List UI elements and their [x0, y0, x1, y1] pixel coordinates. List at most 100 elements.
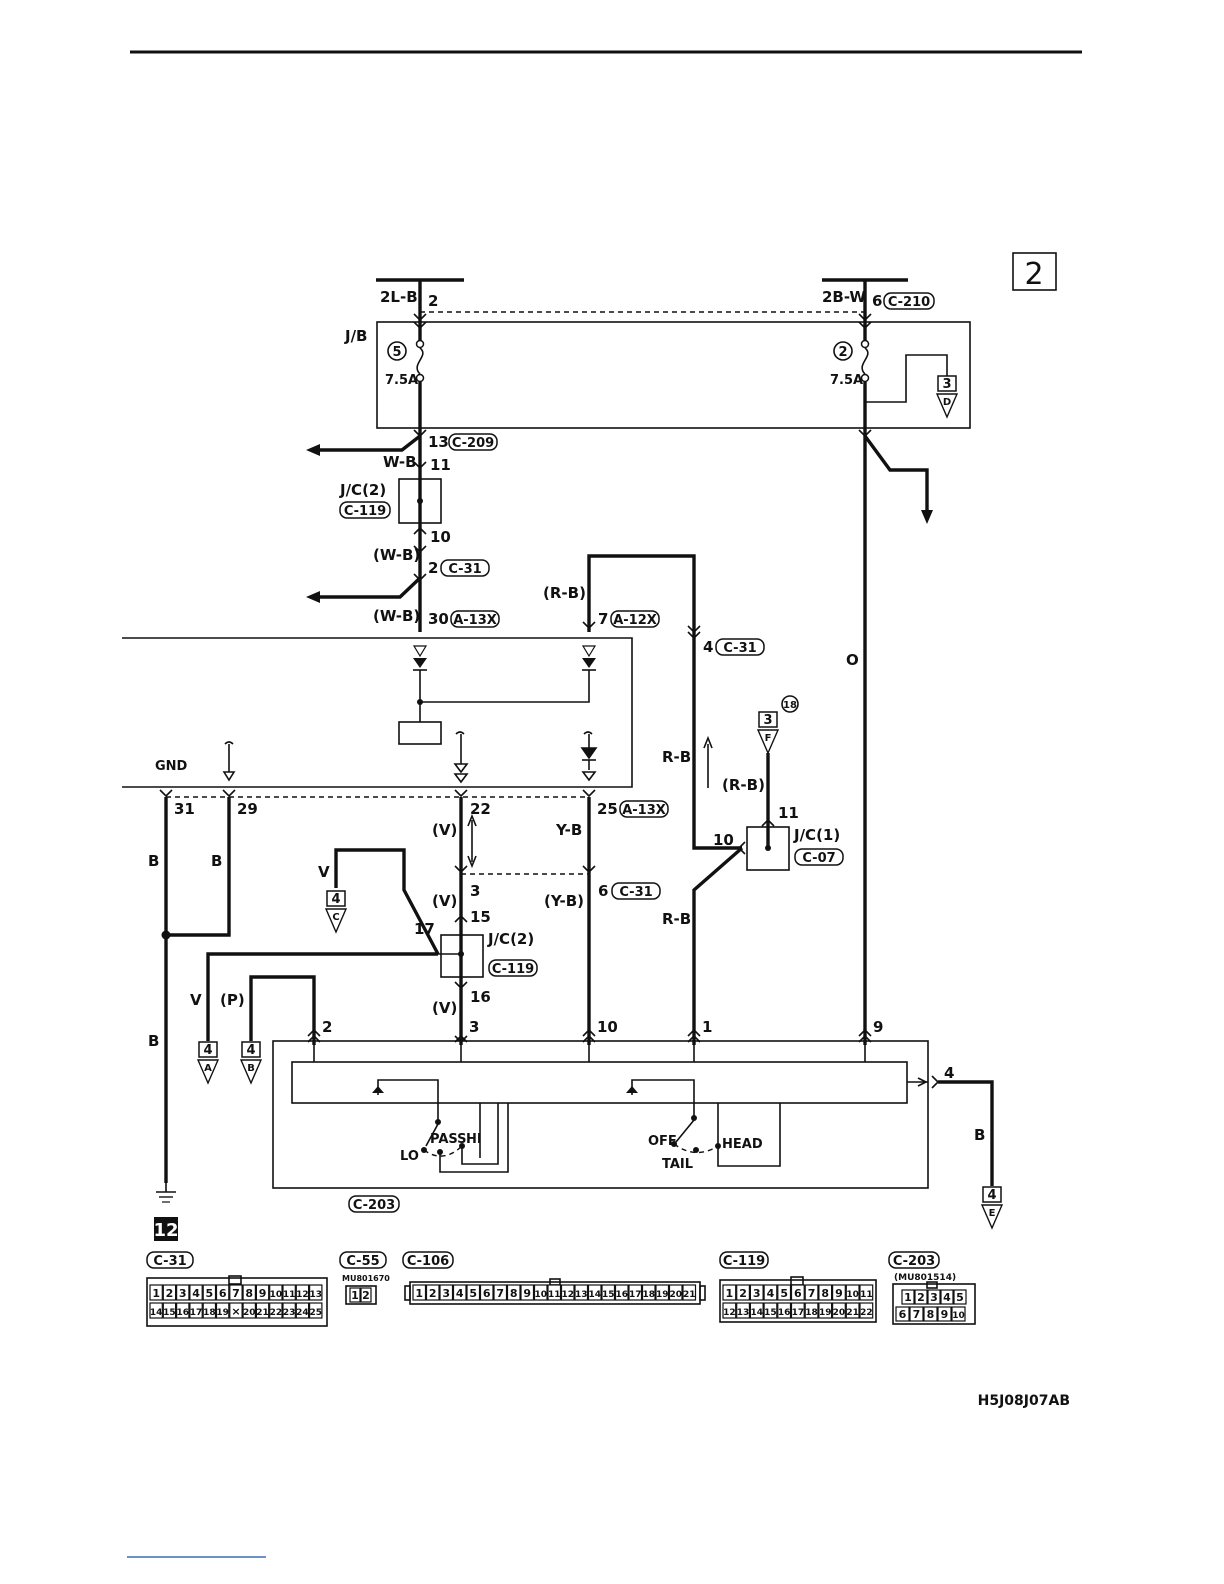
- pin-label: 2: [428, 292, 438, 310]
- connector-pin-number: 11: [283, 1290, 296, 1300]
- pin-label: 4: [703, 638, 713, 656]
- connector-pin-cell: 7: [909, 1306, 924, 1322]
- connector-pin-cell: 8: [506, 1284, 521, 1301]
- connector-pin-number: 10: [534, 1290, 547, 1300]
- connector-pin-number: 9: [835, 1287, 843, 1300]
- connector-pin-cell: 2: [736, 1284, 751, 1301]
- connector-pin-number: 2: [166, 1287, 174, 1300]
- connector-pin-number: 16: [778, 1308, 791, 1318]
- connector-pin-cell: 18: [804, 1302, 819, 1319]
- connector-pin-number: 7: [913, 1308, 921, 1321]
- connector-view-title: C-31: [153, 1254, 186, 1269]
- ref-number: 4: [246, 1043, 255, 1058]
- connector-pin-cell: 21: [845, 1302, 860, 1319]
- connector-pin-number: 6: [899, 1308, 907, 1321]
- connector-pin-cell: 4: [452, 1284, 467, 1301]
- connector-pin-number: 20: [833, 1308, 846, 1318]
- wire-label: O: [846, 651, 859, 669]
- connector-pin-cell: 17: [189, 1302, 203, 1319]
- connector-label: C-31: [448, 562, 481, 577]
- connector-label: C-31: [723, 641, 756, 656]
- connector-pin-number: 11: [548, 1290, 561, 1300]
- dimmer-switch: LO PASS HI: [372, 1079, 509, 1173]
- jc-label: J/C(2): [339, 481, 386, 499]
- connector-label: C-209: [452, 436, 494, 451]
- pin-label: 22: [470, 800, 491, 818]
- connector-pin-cell: 16: [777, 1302, 792, 1319]
- connector-pin-cell: 10: [269, 1284, 283, 1301]
- wire-label: (V): [432, 892, 457, 910]
- connector-pin-cell: 10: [533, 1284, 548, 1301]
- connector-pin-number: 9: [941, 1308, 949, 1321]
- pin-label: 2: [322, 1018, 332, 1036]
- connector-pin-number: 14: [150, 1308, 163, 1318]
- connector-pin-number: 19: [216, 1308, 229, 1318]
- wire-label: (R-B): [722, 776, 765, 794]
- wire-label: R-B: [662, 910, 691, 928]
- connector-pin-cell: 7: [493, 1284, 508, 1301]
- pin-label: 1: [702, 1018, 712, 1036]
- connector-pin-cell: 20: [831, 1302, 846, 1319]
- connector-pin-cell: 9: [831, 1284, 846, 1301]
- connector-pin-number: 23: [283, 1308, 296, 1318]
- connector-pin-cell: 20: [668, 1284, 683, 1301]
- terminal-marks: [413, 313, 872, 640]
- connector-pin-number: 21: [683, 1290, 696, 1300]
- ground-number-badge: [154, 1217, 178, 1241]
- pin-label: 31: [174, 800, 195, 818]
- connector-pin-cell: 11: [547, 1284, 562, 1301]
- pin-label: 10: [597, 1018, 618, 1036]
- connector-pin-cell: 22: [859, 1302, 874, 1319]
- connector-pin-cell: 5: [466, 1284, 481, 1301]
- wire-label: B: [148, 1032, 159, 1050]
- connector-pin-number: 18: [642, 1290, 655, 1300]
- connector-pin-number: 8: [927, 1308, 935, 1321]
- connector-pin-cell: 3: [749, 1284, 764, 1301]
- ref-3d: 3 D: [935, 375, 959, 419]
- jc-label: J/C(2): [487, 930, 534, 948]
- jc2-top-box: [398, 478, 442, 524]
- connector-pin-number: 5: [956, 1291, 964, 1304]
- pin-label: 6: [598, 882, 608, 900]
- connector-pin-number: 14: [750, 1308, 763, 1318]
- connector-pin-cell: 12: [295, 1284, 310, 1301]
- connector-pin-number: 1: [904, 1291, 912, 1304]
- internal-wire: [419, 670, 590, 703]
- wire-branch-2: [318, 576, 422, 599]
- connector-pin-cell: 12: [722, 1302, 737, 1319]
- ref-3f: 3 F: [756, 711, 780, 755]
- connector-pin-number: 2: [917, 1291, 925, 1304]
- jb-label: J/B: [344, 327, 368, 345]
- connector-pin-number: 10: [270, 1290, 283, 1300]
- connector-pin-number: 1: [351, 1289, 359, 1302]
- connector-pin-cell: 20: [242, 1302, 257, 1319]
- connector-pin-cell: 19: [818, 1302, 833, 1319]
- connector-pin-number: 20: [243, 1308, 256, 1318]
- internal-terminals: [222, 731, 598, 784]
- connector-pin-number: 7: [808, 1287, 816, 1300]
- connector-pin-cell: 2: [162, 1284, 177, 1301]
- pin-label: 6: [872, 292, 882, 310]
- wire-label: Y-B: [555, 821, 582, 839]
- connector-pin-number: 16: [615, 1290, 628, 1300]
- connector-pin-number: 4: [943, 1291, 951, 1304]
- wire-label-2bw: 2B-W: [822, 288, 866, 306]
- connector-pin-number: 12: [561, 1290, 574, 1300]
- connector-pin-number: 10: [952, 1311, 965, 1321]
- connector-pin-number: 2: [739, 1287, 747, 1300]
- pin-label: 11: [430, 456, 451, 474]
- connector-pin-cell: 21: [255, 1302, 270, 1319]
- indicator-lamp: [398, 721, 442, 745]
- pin-label: 7: [598, 610, 608, 628]
- connector-pin-number: 8: [821, 1287, 829, 1300]
- connector-pin-number: 6: [219, 1287, 227, 1300]
- connector-label: C-119: [344, 504, 386, 519]
- diode-icons: [412, 645, 597, 671]
- ref-number: 4: [203, 1043, 212, 1058]
- connector-pin-number: 8: [245, 1287, 253, 1300]
- connector-pin-number: 10: [846, 1290, 859, 1300]
- ref-letter: F: [765, 733, 772, 744]
- fuse-5: 5 7.5A: [385, 339, 426, 388]
- connector-pin-number: 1: [415, 1287, 423, 1300]
